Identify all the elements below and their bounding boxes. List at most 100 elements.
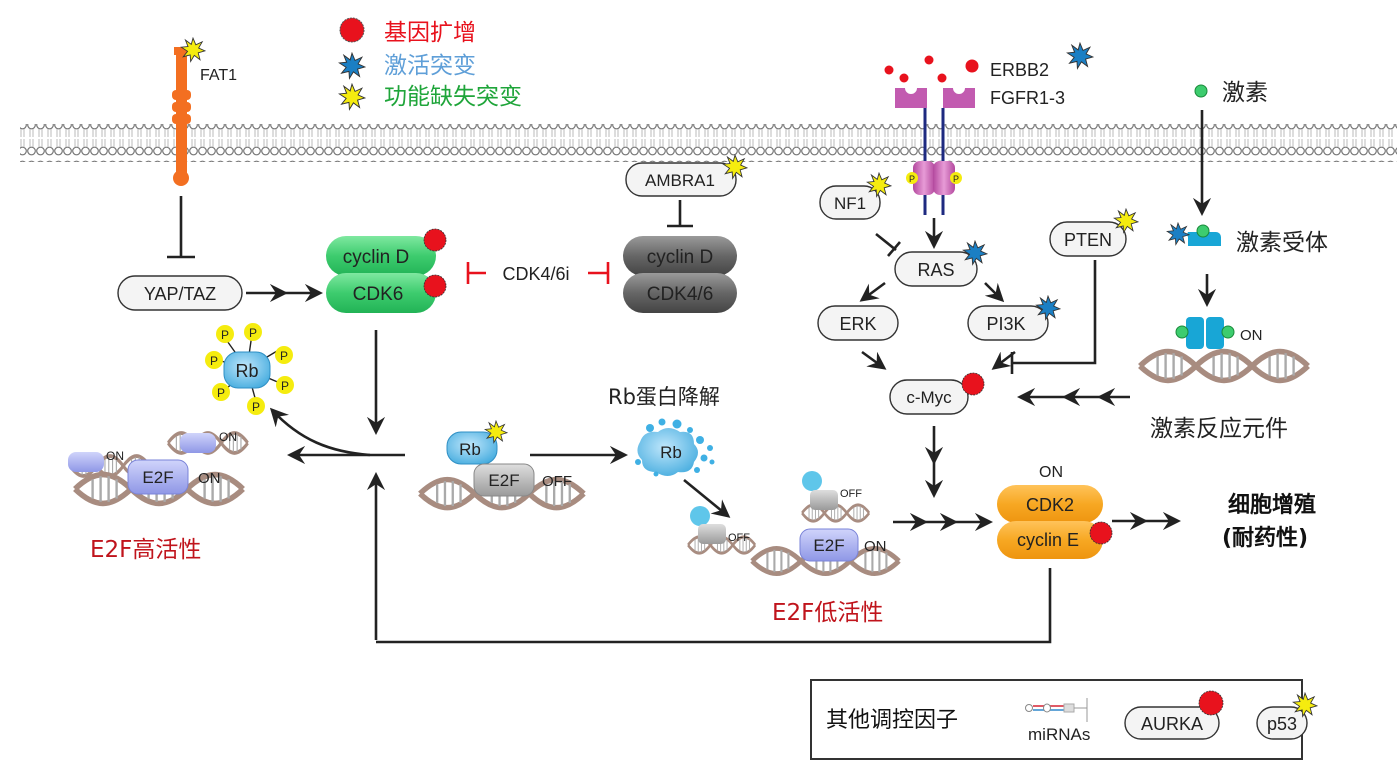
cmyc-amplification-icon <box>961 372 985 396</box>
aurka-amplification-icon <box>1198 690 1224 716</box>
drug-resistance-label: (耐药性) <box>1222 526 1308 551</box>
cyclin-d-cdk6-complex: cyclin D CDK6 <box>326 228 447 313</box>
hormone-receptor <box>1166 222 1221 246</box>
e2f-low-activity-label: E2F低活性 <box>772 600 883 626</box>
loss-of-function-icon <box>338 83 366 110</box>
svg-text:P: P <box>221 328 229 342</box>
aurka-label: AURKA <box>1141 714 1203 734</box>
cdk2-on-label: ON <box>1039 464 1063 481</box>
rb-degradation-label: Rb蛋白降解 <box>608 385 720 409</box>
legend-label-activating: 激活突变 <box>384 53 476 79</box>
ras-node <box>894 251 978 287</box>
phospho-p-icon <box>906 172 918 184</box>
cdk2-label: CDK2 <box>1026 495 1074 515</box>
cyclin-e-amplification-icon <box>1089 521 1113 545</box>
p53-label: p53 <box>1267 714 1297 734</box>
hormone-icon <box>1194 84 1208 98</box>
yap-taz-label: YAP/TAZ <box>144 284 216 304</box>
cyclin-e-label: cyclin E <box>1017 530 1079 550</box>
cyclin-d-2-label: cyclin D <box>647 247 714 268</box>
cmyc-node <box>889 379 969 415</box>
rb-phospho-label: Rb <box>235 361 258 381</box>
svg-text:ON: ON <box>864 538 887 555</box>
cdk46-inhibitor: CDK4/6i <box>466 262 610 284</box>
p53-node <box>1256 706 1308 740</box>
ras-label: RAS <box>917 260 954 280</box>
phospho-p-icon <box>950 172 962 184</box>
svg-text:Rb: Rb <box>459 440 481 459</box>
erbb2-activating-star-icon <box>1066 42 1094 69</box>
cmyc-label: c-Myc <box>906 388 952 407</box>
svg-text:P: P <box>252 400 260 414</box>
cyclin-d-cdk46-complex: cyclin D CDK4/6 <box>623 236 737 313</box>
activating-mutation-icon <box>338 52 366 79</box>
other-regulators-box: 其他调控因子 miRNAs AURKA p53 <box>810 679 1318 760</box>
svg-text:P: P <box>280 349 288 363</box>
cdk46i-label: CDK4/6i <box>502 264 569 284</box>
mirnas-label: miRNAs <box>1028 725 1090 744</box>
rb-e2f-off-complex: Rb E2F OFF <box>420 420 584 508</box>
hre-on-label: ON <box>1240 327 1263 344</box>
hormone-receptor-dimer: ON <box>1175 317 1263 349</box>
legend-label-amplification: 基因扩增 <box>384 20 476 46</box>
erk-label: ERK <box>839 314 876 334</box>
other-regulators-title: 其他调控因子 <box>826 708 958 733</box>
svg-text:ON: ON <box>219 430 237 444</box>
proliferation-label: 细胞增殖 <box>1228 492 1316 518</box>
hormone-label: 激素 <box>1222 80 1268 106</box>
nf1-node <box>819 185 881 220</box>
mirna-icon <box>1025 698 1088 722</box>
hre-dna-icon <box>1140 352 1308 381</box>
phosphorylated-rb: Rb P P P P P P P <box>205 323 294 415</box>
fat1-receptor: FAT1 <box>172 37 237 186</box>
ambra1-node <box>625 162 737 197</box>
e2f-high-activity-label: E2F高活性 <box>90 537 201 563</box>
svg-text:E2F: E2F <box>488 471 519 490</box>
svg-text:P: P <box>210 354 218 368</box>
cdk2-cyclin-e-complex: CDK2 cyclin E <box>997 485 1113 559</box>
cyclin-d-amplification-icon <box>423 228 447 252</box>
erbb2-label: ERBB2 <box>990 60 1049 80</box>
hormone-receptor-activating-star-icon <box>1166 222 1190 246</box>
e2f-high-activity-complex: ON ON E2F ON <box>68 430 250 503</box>
hormone-receptor-label: 激素受体 <box>1236 230 1328 256</box>
e2f-high-label: E2F <box>142 468 173 487</box>
svg-text:OFF: OFF <box>728 532 750 544</box>
svg-text:ON: ON <box>106 449 124 463</box>
e2f-low-activity-complex: OFF OFF E2F ON <box>686 471 899 574</box>
degraded-rb-label: Rb <box>660 443 682 462</box>
fgfr-receptor-dimer: P P <box>895 88 975 215</box>
svg-text:P: P <box>281 379 289 393</box>
fgfr-label: FGFR1-3 <box>990 88 1065 108</box>
legend-label-loss-of-function: 功能缺失突变 <box>384 84 522 110</box>
cell-membrane <box>20 124 1397 162</box>
yap-taz-node <box>117 275 243 311</box>
svg-text:ON: ON <box>198 470 221 487</box>
cdk46-label: CDK4/6 <box>647 284 714 305</box>
svg-text:OFF: OFF <box>840 488 862 500</box>
cyclin-d-label: cyclin D <box>343 247 410 268</box>
svg-text:P: P <box>909 174 915 184</box>
pi3k-node <box>967 305 1049 341</box>
pten-label: PTEN <box>1064 230 1112 250</box>
ambra1-label: AMBRA1 <box>645 171 715 190</box>
pi3k-label: PI3K <box>986 314 1025 334</box>
aurka-node <box>1124 706 1220 740</box>
fat1-label: FAT1 <box>200 67 237 84</box>
svg-text:P: P <box>217 386 225 400</box>
cdk6-amplification-icon <box>423 274 447 298</box>
amplification-icon <box>339 17 365 43</box>
phosphate-icons: P P P P P P P <box>205 323 294 415</box>
legend: 基因扩增 激活突变 功能缺失突变 <box>338 17 522 110</box>
nf1-label: NF1 <box>834 194 866 213</box>
degraded-rb-icon <box>635 418 715 477</box>
e2f-low-label: E2F <box>813 536 844 555</box>
hre-label: 激素反应元件 <box>1150 416 1288 442</box>
svg-text:P: P <box>249 326 257 340</box>
erk-node <box>817 305 899 341</box>
cdk6-label: CDK6 <box>353 284 404 305</box>
svg-text:P: P <box>953 174 959 184</box>
svg-text:OFF: OFF <box>542 473 572 490</box>
pten-node <box>1049 221 1127 257</box>
